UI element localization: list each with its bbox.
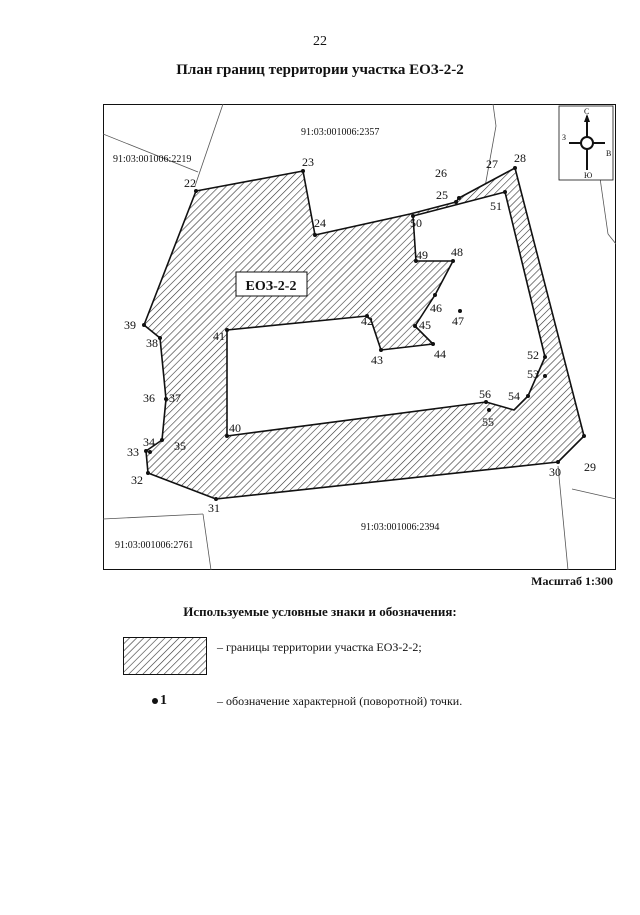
point-label: 27 xyxy=(486,157,498,171)
point-dot-icon xyxy=(152,697,158,704)
point-label: 45 xyxy=(419,318,431,332)
compass-east: В xyxy=(606,149,611,158)
point-label: 37 xyxy=(169,391,181,405)
page-title: План границ территории участка ЕОЗ-2-2 xyxy=(176,62,464,78)
boundary-map: ЕОЗ-2-2 91:03:001006:2357 91:03:001006:2… xyxy=(103,104,616,570)
point-markers xyxy=(142,166,586,501)
point-label: 41 xyxy=(213,329,225,343)
map-svg: ЕОЗ-2-2 91:03:001006:2357 91:03:001006:2… xyxy=(103,104,616,570)
point-label: 25 xyxy=(436,188,448,202)
point-label: 51 xyxy=(490,199,502,213)
parcel-lines xyxy=(103,104,616,570)
point-label: 22 xyxy=(184,176,196,190)
compass-west: З xyxy=(562,133,566,142)
point-label: 46 xyxy=(430,301,442,315)
point-label: 31 xyxy=(208,501,220,515)
point-label: 48 xyxy=(451,245,463,259)
parcel-label: 91:03:001006:2357 xyxy=(301,127,379,138)
point-label: 53 xyxy=(527,367,539,381)
point-label: 54 xyxy=(508,389,520,403)
point-label: 24 xyxy=(314,216,326,230)
zone-label: ЕОЗ-2-2 xyxy=(246,279,297,294)
point-label: 43 xyxy=(371,353,383,367)
point-label: 33 xyxy=(127,445,139,459)
point-label: 34 xyxy=(143,435,155,449)
point-label: 49 xyxy=(416,248,428,262)
page-number: 22 xyxy=(313,34,327,49)
point-label: 52 xyxy=(527,348,539,362)
point-label: 47 xyxy=(452,314,464,328)
compass-south: Ю xyxy=(584,171,592,180)
legend-point-marker: 1 xyxy=(152,693,167,709)
point-label: 56 xyxy=(479,387,491,401)
point-label: 38 xyxy=(146,336,158,350)
point-label: 39 xyxy=(124,318,136,332)
point-label: 29 xyxy=(584,460,596,474)
point-label: 36 xyxy=(143,391,155,405)
legend-item-point: – обозначение характерной (поворотной) т… xyxy=(217,694,463,708)
point-label: 30 xyxy=(549,465,561,479)
legend-hatch-swatch xyxy=(123,637,207,675)
point-label: 26 xyxy=(435,166,447,180)
legend-title: Используемые условные знаки и обозначени… xyxy=(183,604,457,619)
point-label: 32 xyxy=(131,473,143,487)
map-scale: Масштаб 1:300 xyxy=(531,574,613,588)
parcel-label: 91:03:001006:2761 xyxy=(115,540,193,551)
point-label: 23 xyxy=(302,155,314,169)
point-label: 50 xyxy=(410,216,422,230)
compass-north: С xyxy=(584,107,589,116)
compass-icon: С Ю З В xyxy=(558,105,614,181)
point-label: 55 xyxy=(482,415,494,429)
point-label: 35 xyxy=(174,439,186,453)
point-label: 42 xyxy=(361,314,373,328)
parcel-label: 91:03:001006:2219 xyxy=(113,154,191,165)
legend-item-territory: – границы территории участка ЕОЗ-2-2; xyxy=(217,640,422,654)
point-label: 40 xyxy=(229,421,241,435)
zone-label-box xyxy=(235,271,308,297)
parcel-label: 91:03:001006:2394 xyxy=(361,522,439,533)
point-label: 28 xyxy=(514,151,526,165)
point-label: 44 xyxy=(434,347,446,361)
legend-point-number: 1 xyxy=(160,693,167,708)
